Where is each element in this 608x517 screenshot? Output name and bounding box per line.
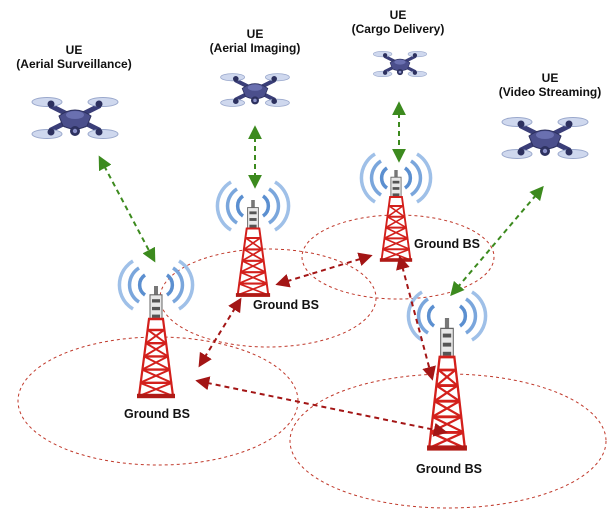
radio-waves-icon [458,290,488,342]
bs-label: Ground BS [416,462,482,476]
ue-label-aerial-surveillance: UE (Aerial Surveillance) [16,43,131,71]
drone-aerial-surveillance-icon [32,98,118,139]
access-links [98,101,544,297]
radio-waves-icon [406,290,436,342]
ue-role: (Video Streaming) [498,85,602,99]
ue-role: (Aerial Surveillance) [16,57,132,71]
radio-waves-icon [165,259,195,311]
bs-label: Ground BS [124,407,190,421]
backhaul-link [396,255,436,381]
bs-label: Ground BS [414,237,480,251]
bs-label: Ground BS [253,298,319,312]
base-station-1 [117,259,195,400]
ue-title: UE [389,8,407,22]
radio-waves-icon [261,180,291,232]
coverage-areas [17,214,607,509]
drone-aerial-imaging-icon [221,74,290,107]
backhaul-link [195,376,448,437]
drone-video-streaming-icon [502,118,588,159]
radio-waves-icon [359,152,389,204]
cell-tower-icon [135,284,177,400]
radio-waves-icon [403,152,433,204]
backhaul-links [195,252,448,437]
base-station-2 [215,180,291,298]
ue-role: (Aerial Imaging) [209,41,301,55]
ue-label-aerial-imaging: UE (Aerial Imaging) [210,27,301,55]
cell-tower-icon [425,316,469,453]
backhaul-link [275,252,373,288]
backhaul-link [198,297,242,368]
radio-waves-icon [215,180,245,232]
ue-label-cargo-delivery: UE (Cargo Delivery) [352,8,445,36]
ue-title: UE [246,27,264,41]
access-link [98,155,156,263]
coverage-area-bs4 [289,373,607,509]
ue-title: UE [65,43,83,57]
radio-waves-icon [117,259,147,311]
ue-title: UE [541,71,559,85]
ue-label-video-streaming: UE (Video Streaming) [499,71,601,99]
ue-role: (Cargo Delivery) [351,22,445,36]
drone-cargo-delivery-icon [371,49,429,79]
